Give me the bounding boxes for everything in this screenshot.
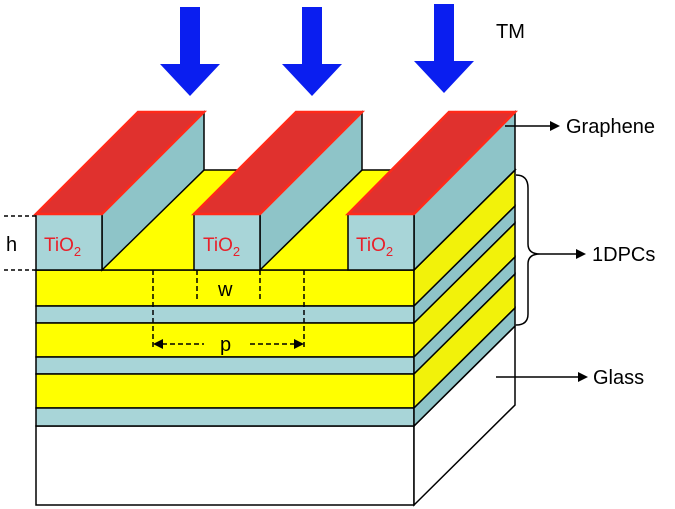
tio2-label-1: TiO2 <box>44 235 81 259</box>
tm-label: TM <box>496 21 525 43</box>
tio2-ridge-2 <box>190 110 366 272</box>
arrow-down-icon <box>282 7 342 96</box>
dpc-bracket <box>515 174 541 326</box>
dimension-guides <box>152 270 305 350</box>
height-indicator <box>4 215 36 271</box>
graphene-label: Graphene <box>566 116 655 138</box>
arrow-right-icon <box>550 121 560 131</box>
height-label: h <box>6 234 17 256</box>
tio2-label-2: TiO2 <box>203 235 240 259</box>
tio2-label-3: TiO2 <box>356 235 393 259</box>
tio2-ridge-1 <box>32 110 208 272</box>
width-label: w <box>217 279 233 301</box>
arrow-left-icon <box>153 339 163 349</box>
glass-label: Glass <box>593 367 644 389</box>
arrow-down-icon <box>160 7 220 96</box>
glass-substrate <box>35 324 516 507</box>
dpc-label: 1DPCs <box>592 244 655 266</box>
incident-arrows <box>160 4 474 96</box>
arrow-right-icon <box>576 249 586 259</box>
period-label: p <box>220 334 231 356</box>
graphene-strip-2 <box>190 110 366 216</box>
arrow-right-icon <box>294 339 304 349</box>
dpc-stack-side <box>413 168 516 428</box>
tio2-ridge-3 <box>345 110 518 272</box>
arrow-down-icon <box>414 4 474 93</box>
graphene-strip-1 <box>32 110 208 216</box>
graphene-strip-3 <box>345 110 518 216</box>
arrow-right-icon <box>578 372 588 382</box>
